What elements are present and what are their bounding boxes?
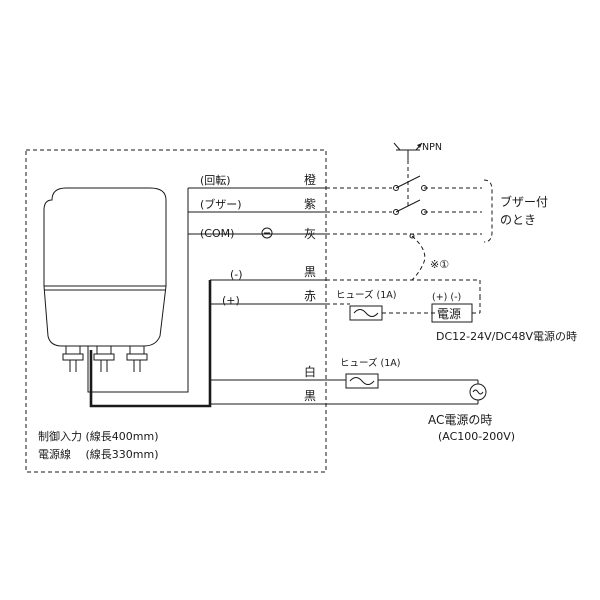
- ac-caption-line1: AC電源の時: [428, 413, 492, 427]
- signal-lamp-icon: [43, 187, 167, 372]
- spec-line1: 制御入力 (線長400mm): [38, 429, 159, 443]
- wire-label-plus: (+): [222, 294, 240, 307]
- color-orange: 橙: [304, 172, 316, 187]
- dc-caption: DC12-24V/DC48V電源の時: [436, 329, 577, 343]
- control-input-cable: [87, 188, 189, 393]
- buzzer-bracket: [483, 179, 493, 243]
- wire-label-buzzer: (ブザー): [200, 197, 242, 211]
- power-cable: [89, 280, 212, 408]
- color-black-dc: 黒: [304, 265, 316, 279]
- fuse-ac-label: ヒューズ (1A): [340, 357, 401, 369]
- npn-label: NPN: [422, 142, 442, 153]
- npn-transistor-icon: [393, 142, 423, 160]
- terminal-left: [62, 345, 84, 372]
- note-ref: ※①: [430, 258, 449, 271]
- wire-label-minus: (-): [230, 268, 243, 281]
- color-red: 赤: [304, 289, 316, 303]
- color-black-ac: 黒: [304, 389, 316, 403]
- color-white: 白: [304, 364, 316, 379]
- switch-buzzer-icon: [393, 199, 427, 215]
- ac-caption-line2: (AC100-200V): [438, 430, 515, 443]
- switch-rotation-icon: [393, 175, 427, 191]
- fuse-ac-icon: [345, 373, 379, 389]
- product-enclosure: [25, 149, 327, 473]
- fuse-dc-label: ヒューズ (1A): [336, 289, 397, 301]
- power-box-label: 電源: [437, 307, 461, 321]
- power-polarity: (+) (-): [432, 292, 461, 303]
- wire-label-rotation: (回転): [200, 174, 231, 187]
- terminal-right: [126, 345, 148, 372]
- color-purple: 紫: [304, 197, 316, 211]
- spec-line2: 電源線 (線長330mm): [38, 447, 159, 461]
- buzzer-note-line2: のとき: [500, 213, 536, 227]
- minus-circle-icon: [261, 227, 273, 239]
- terminal-center: [93, 345, 115, 372]
- color-gray: 灰: [304, 227, 316, 241]
- buzzer-note-line1: ブザー付: [500, 194, 548, 209]
